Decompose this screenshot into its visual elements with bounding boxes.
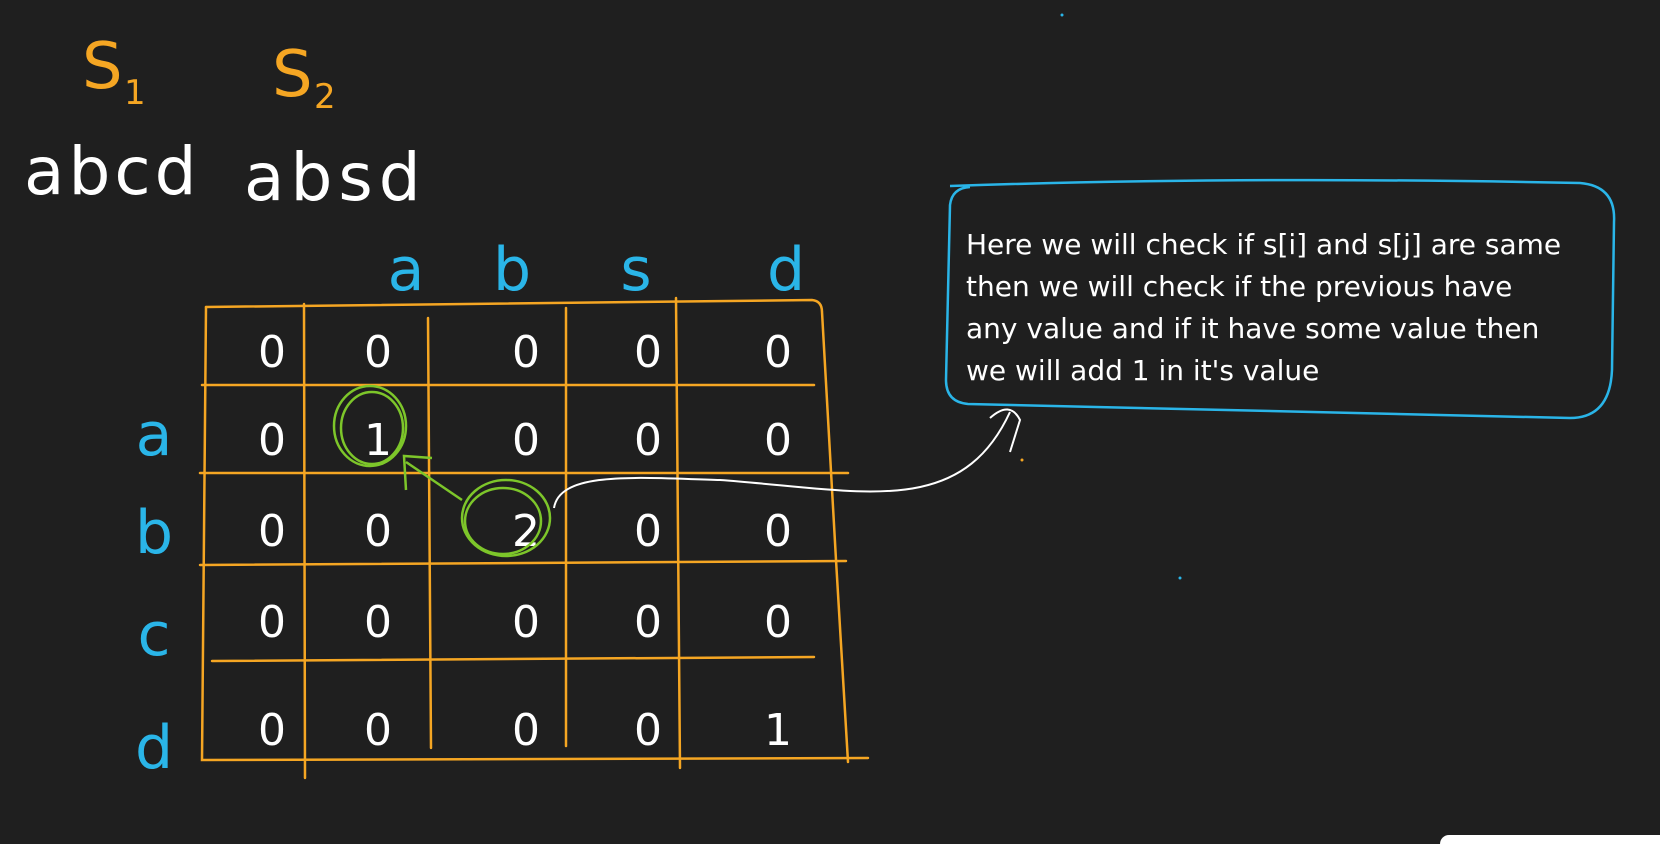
highlight-circle-2-inner	[463, 486, 543, 556]
s1-subscript: 1	[124, 73, 146, 113]
connector-curve	[553, 411, 1011, 509]
grid-hline-4	[210, 655, 816, 663]
cell-r0-c4: 0	[764, 327, 792, 378]
stray-dot-1	[1060, 13, 1064, 17]
grid-right-border	[204, 298, 850, 764]
highlight-circle-1-inner	[339, 390, 405, 466]
highlight-circle-2	[460, 478, 552, 558]
cell-r2-c1: 0	[364, 506, 392, 557]
cell-r1-c2: 0	[512, 415, 540, 466]
grid-hline-3	[198, 559, 848, 567]
diagonal-arrow-shaft	[405, 460, 463, 502]
row-headers: abcd	[135, 400, 173, 783]
connector-arrowhead	[989, 408, 1022, 453]
cell-r2-c2: 2	[512, 506, 540, 557]
cell-r1-c4: 0	[764, 415, 792, 466]
cell-r4-c3: 0	[634, 705, 662, 756]
cell-r3-c4: 0	[764, 597, 792, 648]
s2-heading: S 2	[272, 38, 336, 117]
cell-r3-c2: 0	[512, 597, 540, 648]
grid-left-bottom-border	[200, 305, 870, 762]
note-line-4: we will add 1 in it's value	[966, 354, 1319, 387]
s2-value: absd	[244, 139, 427, 216]
grid-vline-1	[302, 302, 307, 780]
cell-r3-c1: 0	[364, 597, 392, 648]
cell-r2-c3: 0	[634, 506, 662, 557]
bottom-right-bar	[1440, 835, 1660, 844]
diagonal-arrow-head	[402, 454, 433, 491]
cell-r1-c0: 0	[258, 415, 286, 466]
note-border	[944, 178, 1616, 420]
highlight-circle-1	[332, 384, 408, 468]
cell-r1-c3: 0	[634, 415, 662, 466]
note-bubble: Here we will check if s[i] and s[j] are …	[944, 178, 1616, 420]
s1-value: abcd	[24, 133, 201, 210]
cell-r2-c0: 0	[258, 506, 286, 557]
note-line-3: any value and if it have some value then	[966, 312, 1539, 345]
s2-subscript: 2	[314, 77, 336, 117]
column-header-a: a	[388, 235, 425, 305]
table-cells: 0 0 0 0 0 0 1 0 0 0 0 0 2 0 0 0 0 0 0 0 0 0 0 0 1	[258, 327, 792, 756]
row-header-c: c	[138, 600, 171, 670]
cell-r4-c0: 0	[258, 705, 286, 756]
s1-label: S	[82, 30, 123, 104]
row-header-b: b	[135, 498, 173, 568]
cell-r4-c4: 1	[764, 705, 792, 756]
grid-vline-4	[674, 296, 682, 770]
note-text: Here we will check if s[i] and s[j] are …	[966, 228, 1561, 387]
stray-dot-3	[1020, 458, 1024, 462]
column-header-s: s	[620, 235, 651, 305]
cell-r0-c0: 0	[258, 327, 286, 378]
note-line-1: Here we will check if s[i] and s[j] are …	[966, 228, 1561, 261]
column-header-b: b	[493, 235, 531, 305]
s1-heading: S 1	[82, 30, 146, 113]
dp-table-grid	[198, 296, 870, 780]
match-highlights	[332, 384, 552, 558]
cell-r4-c1: 0	[364, 705, 392, 756]
cell-r0-c3: 0	[634, 327, 662, 378]
cell-r3-c3: 0	[634, 597, 662, 648]
connector-arrow	[553, 408, 1022, 509]
s2-label: S	[272, 38, 313, 112]
cell-r0-c2: 0	[512, 327, 540, 378]
cell-r0-c1: 0	[364, 327, 392, 378]
note-line-2: then we will check if the previous have	[966, 270, 1512, 303]
row-header-a: a	[136, 400, 173, 470]
cell-r2-c4: 0	[764, 506, 792, 557]
row-header-d: d	[135, 713, 173, 783]
cell-r3-c0: 0	[258, 597, 286, 648]
column-header-d: d	[767, 235, 805, 305]
cell-r1-c1: 1	[364, 415, 392, 466]
stray-dot-2	[1178, 576, 1182, 580]
cell-r4-c2: 0	[512, 705, 540, 756]
grid-vline-2	[426, 316, 433, 750]
